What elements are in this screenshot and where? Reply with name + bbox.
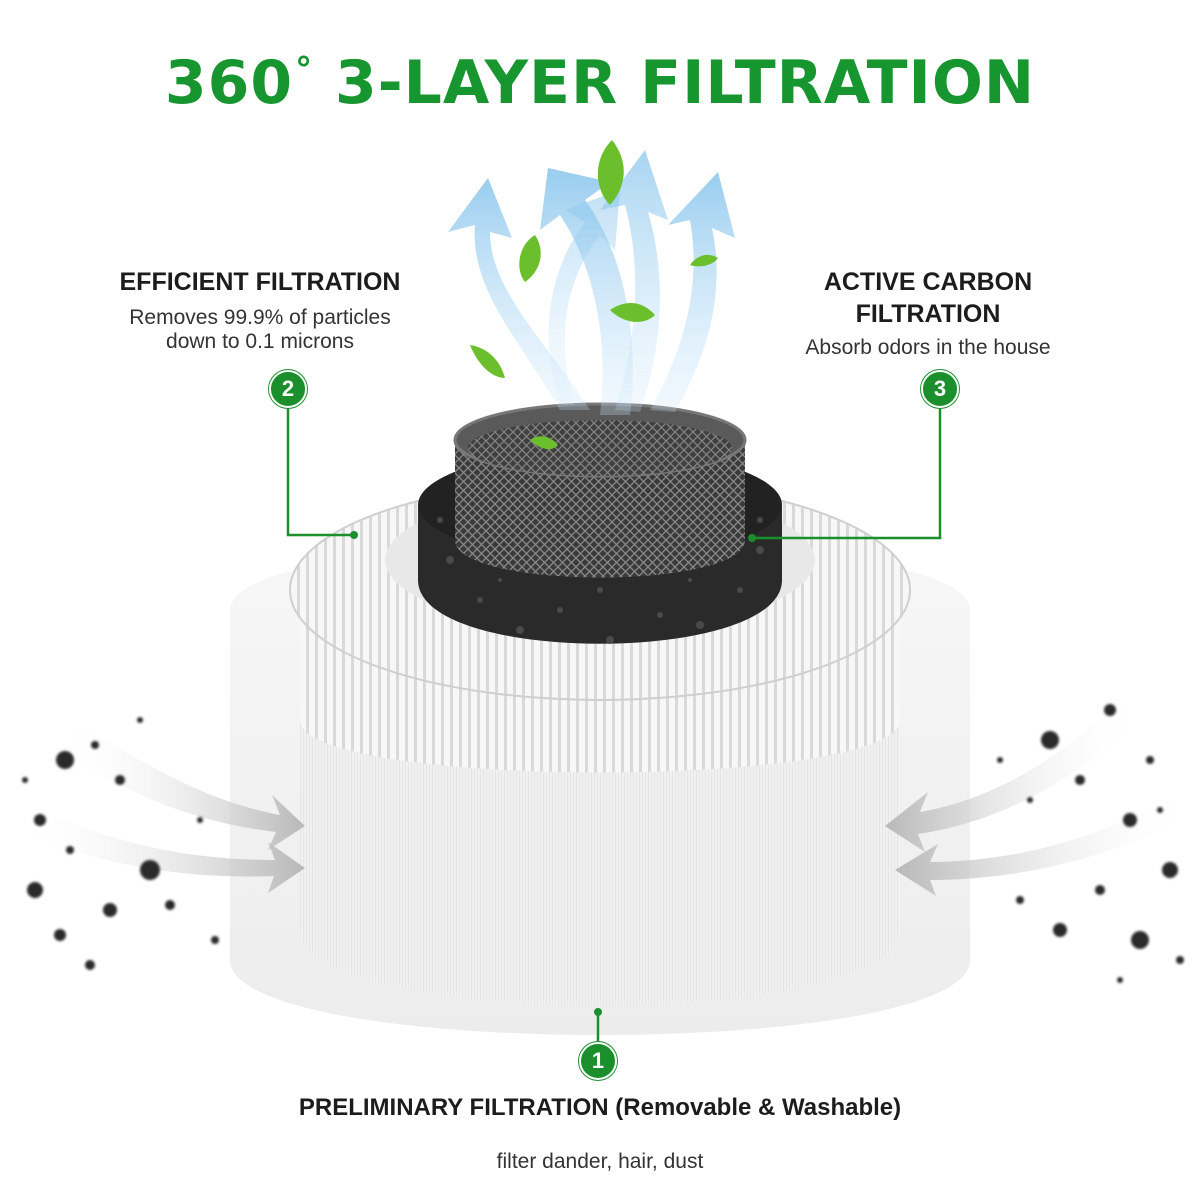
efficient-desc-line2: down to 0.1 microns [166,330,354,353]
preliminary-note: (Removable & Washable) [615,1094,902,1121]
preliminary-filtration-callout: PRELIMINARY FILTRATION (Removable & Wash… [0,1092,1200,1174]
clean-airflow-arrows [448,150,735,415]
callout-lines [286,406,942,1045]
efficient-heading: EFFICIENT FILTRATION [119,268,401,296]
dust-particles [22,704,1184,983]
dirty-air-arrows-right [885,700,1195,896]
efficient-desc-line1: Removes 99.9% of particles [129,306,391,329]
layer-badge-1: 1 [579,1042,617,1080]
preliminary-heading: PRELIMINARY FILTRATION [298,1094,609,1121]
page-title: 360° 3-LAYER FILTRATION [0,48,1200,118]
layer-badge-2: 2 [269,370,307,408]
title-text: 3-LAYER FILTRATION [313,48,1036,118]
preliminary-desc: filter dander, hair, dust [496,1150,704,1173]
title-number: 360 [164,48,294,118]
carbon-heading-line1: ACTIVE CARBON [823,268,1033,296]
carbon-desc: Absorb odors in the house [805,336,1051,359]
leaf-icons [470,140,718,450]
efficient-filtration-callout: EFFICIENT FILTRATION Removes 99.9% of pa… [60,266,460,354]
carbon-texture [437,517,764,644]
carbon-filtration-callout: ACTIVE CARBON FILTRATION Absorb odors in… [728,266,1128,360]
dirty-air-arrows-left [15,720,305,893]
title-degree: ° [295,50,314,90]
layer-badge-3: 3 [921,370,959,408]
carbon-heading-line2: FILTRATION [855,300,1001,328]
